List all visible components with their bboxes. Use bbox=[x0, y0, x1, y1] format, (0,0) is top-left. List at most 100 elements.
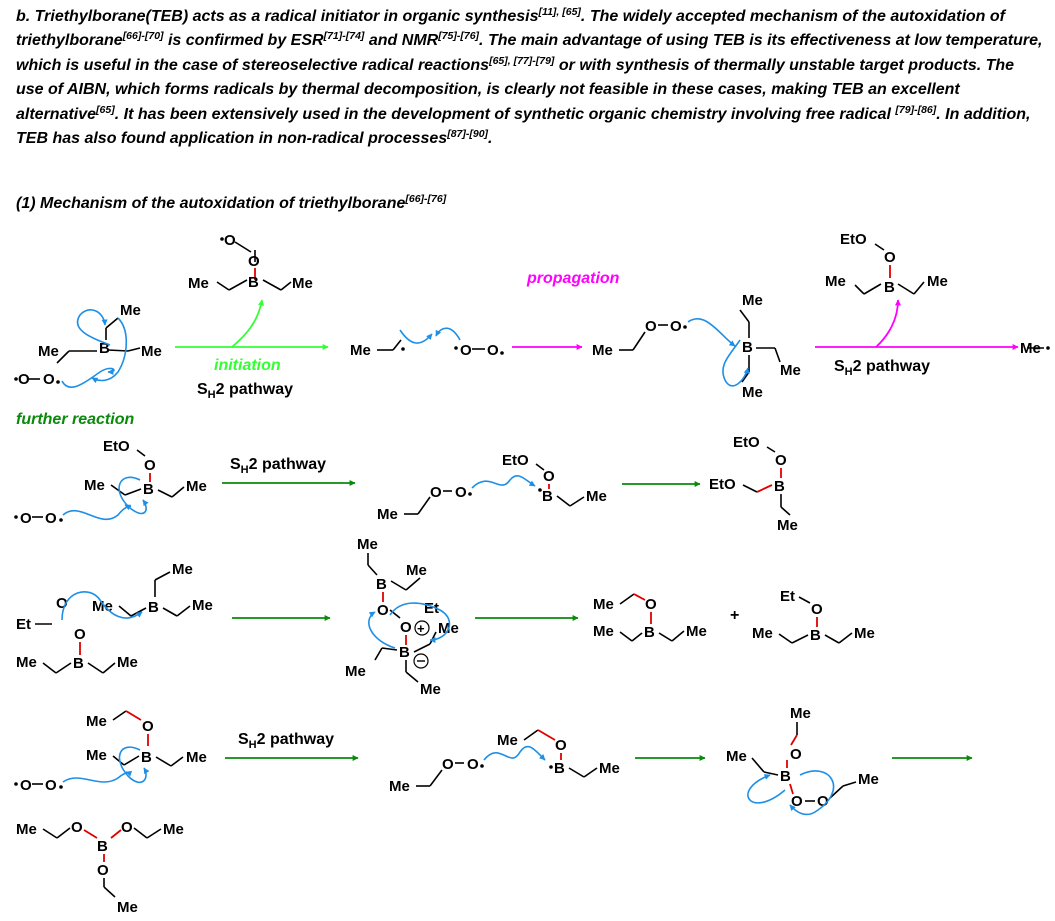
reference-superscript: [65], [77]-[79] bbox=[489, 54, 555, 67]
reference-superscript: [79]-[86] bbox=[895, 103, 937, 116]
atom-o: O bbox=[20, 510, 32, 527]
triethylborane-with-oxygen-labels: Me Me B Me O O bbox=[14, 302, 162, 388]
atom-me: Me bbox=[117, 899, 138, 916]
row2-product: EtO O EtO B Me bbox=[709, 434, 798, 534]
atom-o: O bbox=[121, 819, 133, 836]
propagation-label: propagation bbox=[526, 270, 620, 287]
atom-me: Me bbox=[357, 536, 378, 553]
atom-me: Me bbox=[825, 273, 846, 290]
atom-b: B bbox=[248, 274, 259, 291]
atom-o: O bbox=[467, 756, 479, 773]
row3-ate-complex: Me B Me O O + Et B Me Me Me bbox=[345, 536, 459, 698]
atom-o: O bbox=[460, 342, 472, 359]
atom-o: O bbox=[817, 793, 829, 810]
paragraph-text: or with synthesis of thermally unstable … bbox=[16, 56, 1015, 123]
atom-b: B bbox=[99, 340, 110, 357]
atom-b: B bbox=[644, 624, 655, 641]
atom-b: B bbox=[774, 478, 785, 495]
atom-me: Me bbox=[854, 625, 875, 642]
atom-me: Me bbox=[192, 597, 213, 614]
atom-eto: EtO bbox=[103, 438, 130, 455]
paragraph-text: is confirmed by ESR bbox=[163, 32, 324, 50]
atom-b: B bbox=[554, 760, 565, 777]
atom-o: O bbox=[97, 862, 109, 879]
atom-me: Me bbox=[777, 517, 798, 534]
reference-superscript: [11], [65] bbox=[538, 6, 581, 18]
triethylborane-with-oxygen bbox=[29, 317, 141, 380]
atom-me: Me bbox=[420, 681, 441, 698]
mechanism-heading: (1) Mechanism of the autoxidation of tri… bbox=[16, 193, 447, 213]
atom-me: Me bbox=[742, 384, 763, 401]
paragraph-text: and NMR bbox=[364, 32, 439, 50]
atom-eto: EtO bbox=[840, 231, 867, 248]
atom-me: Me bbox=[86, 713, 107, 730]
atom-b: B bbox=[141, 749, 152, 766]
row2-intermediate: Me O O EtO O B Me bbox=[377, 452, 607, 523]
initiation-label: initiation bbox=[214, 357, 281, 374]
atom-o: O bbox=[442, 756, 454, 773]
row3-products: Me O B Me Me + Et O B Me Me bbox=[593, 588, 875, 644]
atom-o: O bbox=[555, 737, 567, 754]
atom-o: O bbox=[884, 249, 896, 266]
atom-o: O bbox=[487, 342, 499, 359]
atom-o: O bbox=[56, 595, 68, 612]
atom-me: Me bbox=[117, 654, 138, 671]
atom-o: O bbox=[670, 318, 682, 335]
paragraph-text: . In addition, TEB has also found applic… bbox=[16, 105, 1031, 148]
atom-b: B bbox=[810, 627, 821, 644]
atom-me: Me bbox=[186, 749, 207, 766]
atom-o: O bbox=[144, 457, 156, 474]
plus-sign: + bbox=[730, 607, 739, 624]
atom-b: B bbox=[780, 768, 791, 785]
atom-o: O bbox=[455, 484, 467, 501]
atom-o: O bbox=[430, 484, 442, 501]
triethyl-borate: Me O B O Me O Me bbox=[16, 819, 184, 916]
atom-me: Me bbox=[377, 506, 398, 523]
atom-o: O bbox=[18, 371, 30, 388]
atom-me: Me bbox=[592, 342, 613, 359]
paragraph-text: . The main advantage of using TEB is its… bbox=[16, 32, 1043, 74]
atom-me: Me bbox=[86, 747, 107, 764]
paragraph-text: b. Triethylborane(TEB) acts as a radical… bbox=[16, 8, 539, 25]
atom-o: O bbox=[790, 746, 802, 763]
diethylboron-peroxyl-labels: O O B Me Me bbox=[188, 232, 313, 292]
atom-me: Me bbox=[752, 625, 773, 642]
atom-me: Me bbox=[790, 705, 811, 722]
atom-me: Me bbox=[780, 362, 801, 379]
atom-me: Me bbox=[927, 273, 948, 290]
ethyl-radical-and-oxygen: Me O O bbox=[350, 327, 504, 359]
atom-et: Et bbox=[424, 600, 439, 617]
atom-me: Me bbox=[497, 732, 518, 749]
mechanism-heading-ref: [66]-[76] bbox=[405, 193, 447, 205]
atom-o: O bbox=[377, 602, 389, 619]
ethylperoxyl-radical-and-triethylborane: Me O O B Me Me Me bbox=[592, 292, 801, 401]
atom-o: O bbox=[45, 510, 57, 527]
atom-o: O bbox=[645, 596, 657, 613]
atom-o: O bbox=[775, 452, 787, 469]
atom-o: O bbox=[811, 601, 823, 618]
atom-et: Et bbox=[16, 616, 31, 633]
reference-superscript: [75]-[76] bbox=[438, 30, 480, 43]
diethylboron-peroxyl-radical bbox=[216, 250, 292, 291]
paragraph-text: . The widely accepted mechanism of the a… bbox=[16, 8, 1005, 50]
electron-arrows-initiation bbox=[61, 309, 128, 388]
atom-o: O bbox=[543, 468, 555, 485]
reference-superscript: [66]-[70] bbox=[122, 30, 164, 43]
atom-b: B bbox=[143, 481, 154, 498]
atom-me: Me bbox=[16, 654, 37, 671]
atom-b: B bbox=[542, 488, 553, 505]
atom-me: Me bbox=[345, 663, 366, 680]
atom-me: Me bbox=[742, 292, 763, 309]
atom-o: O bbox=[645, 318, 657, 335]
atom-me: Me bbox=[858, 771, 879, 788]
atom-me: Me bbox=[593, 623, 614, 640]
propagation-release-arrow bbox=[875, 299, 901, 348]
atom-b: B bbox=[399, 644, 410, 661]
atom-o: O bbox=[224, 232, 236, 249]
atom-me: Me bbox=[38, 343, 59, 360]
atom-b: B bbox=[97, 838, 108, 855]
atom-me: Me bbox=[141, 343, 162, 360]
atom-me: Me bbox=[599, 760, 620, 777]
atom-me: Me bbox=[92, 598, 113, 615]
